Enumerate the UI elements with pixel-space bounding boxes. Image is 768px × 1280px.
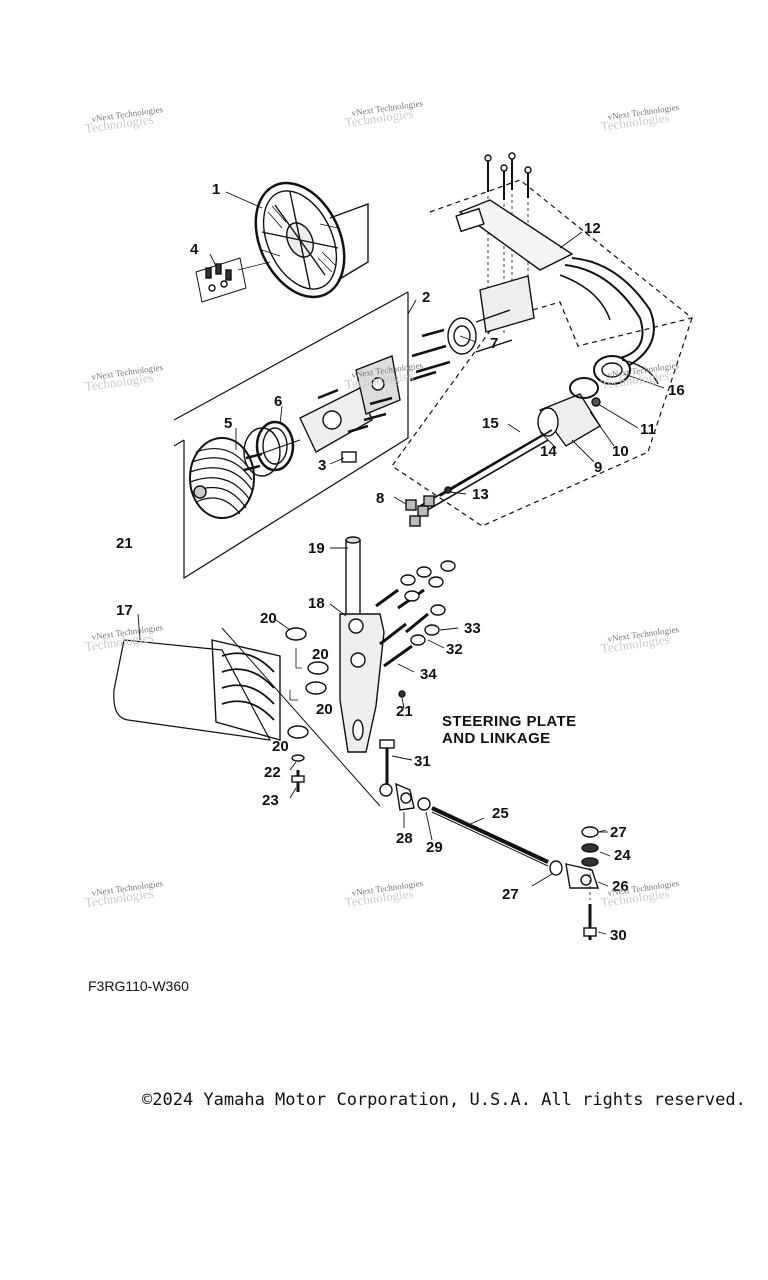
callout-label: 20 <box>260 610 277 627</box>
callout-label: 17 <box>116 602 133 619</box>
grommet-part <box>593 355 659 385</box>
cable-assembly-box <box>391 179 694 527</box>
callout-label: 34 <box>420 666 437 683</box>
nuts-washers-part <box>400 560 456 646</box>
callout-label: 25 <box>492 805 509 822</box>
boot-cover-part <box>189 437 255 519</box>
callout-label: 27 <box>610 824 627 841</box>
callout-label: 30 <box>610 927 627 944</box>
callout-label: 24 <box>614 847 631 864</box>
callout-label: 4 <box>190 241 199 258</box>
callout-label: 13 <box>472 486 489 503</box>
callout-label: 7 <box>490 335 498 352</box>
bellows-part <box>113 627 381 807</box>
steering-shaft-part <box>345 536 361 621</box>
callout-labels: 1 2 3 4 5 6 7 8 9 10 11 12 13 14 15 16 1… <box>116 181 685 944</box>
callout-label: 22 <box>264 764 281 781</box>
section-title-line-2: AND LINKAGE <box>442 730 551 747</box>
callout-label: 1 <box>212 181 220 198</box>
callout-label: 18 <box>308 595 325 612</box>
lower-bolts-part <box>291 690 406 792</box>
callout-label: 14 <box>540 443 557 460</box>
callout-label: 6 <box>274 393 282 410</box>
cable-bracket-part <box>455 199 655 367</box>
callout-label: 28 <box>396 830 413 847</box>
helm-body-part <box>411 275 535 374</box>
helm-bolts <box>243 370 437 472</box>
helm-unit-part <box>259 355 401 463</box>
cable-fittings-part <box>405 495 435 527</box>
callout-label: 21 <box>396 703 413 720</box>
callout-label: 12 <box>584 220 601 237</box>
callout-label: 9 <box>594 459 602 476</box>
cable-boot-part <box>537 377 601 447</box>
callout-label: 26 <box>612 878 629 895</box>
callout-label: 8 <box>376 490 384 507</box>
callout-label: 3 <box>318 457 326 474</box>
callout-label: 31 <box>414 753 431 770</box>
callout-label: 20 <box>312 646 329 663</box>
callout-label: 2 <box>422 289 430 306</box>
steering-plate-part <box>339 613 385 753</box>
callout-label: 33 <box>464 620 481 637</box>
callout-label: 27 <box>502 886 519 903</box>
callout-label: 5 <box>224 415 232 432</box>
copyright-notice: ©2024 Yamaha Motor Corporation, U.S.A. A… <box>142 1090 746 1110</box>
steering-wheel-part <box>254 181 369 299</box>
drawing-code: F3RG110-W360 <box>88 978 189 994</box>
steering-panel-box <box>173 291 409 580</box>
callout-label: 23 <box>262 792 279 809</box>
hardware-kit-part <box>195 257 271 303</box>
section-title-line-1: STEERING PLATE <box>442 713 577 730</box>
callout-label: 32 <box>446 641 463 658</box>
steering-cables <box>419 429 553 513</box>
callout-label: 19 <box>308 540 325 557</box>
callout-label: 15 <box>482 415 499 432</box>
callout-label: 29 <box>426 839 443 856</box>
callout-label: 10 <box>612 443 629 460</box>
callout-label: 20 <box>272 738 289 755</box>
bezel-ring-part <box>243 420 295 477</box>
callout-label: 11 <box>640 421 656 438</box>
callout-label: 20 <box>316 701 333 718</box>
callout-label: 21 <box>116 535 133 552</box>
leader-lines <box>137 191 665 935</box>
grommets-part <box>285 627 329 739</box>
tie-rod-linkage-part <box>379 782 599 940</box>
callout-label: 16 <box>668 382 685 399</box>
